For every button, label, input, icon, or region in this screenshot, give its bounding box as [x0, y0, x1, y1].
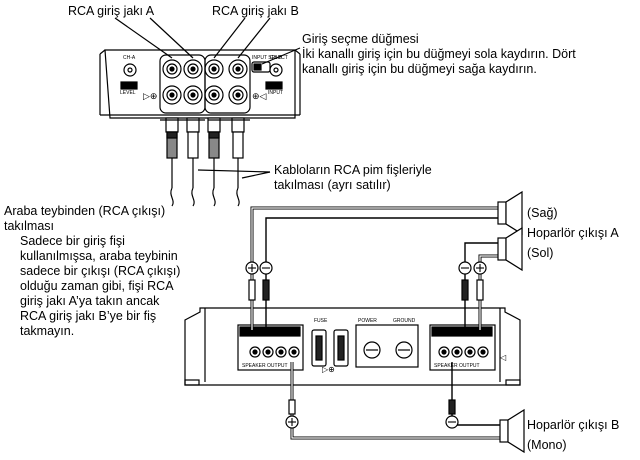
label-note-7: takmayın.: [20, 324, 75, 338]
label-speaker-out-a: Hoparlör çıkışı A: [527, 226, 619, 240]
label-rca-jack-b: RCA giriş jakı B: [212, 4, 299, 18]
panel-ch-b: CH-B: [270, 55, 283, 61]
svg-text:▷⊕: ▷⊕: [322, 365, 335, 374]
rca-plugs: [160, 117, 250, 207]
panel-ground: GROUND: [393, 318, 416, 324]
label-note-6: RCA giriş jakı B’ye bir fiş: [20, 309, 157, 323]
label-input-select: Giriş seçme düğmesi: [302, 32, 419, 46]
input-panel-closeup: ▷⊕ ⊕◁: [99, 49, 301, 119]
gain-knob-a: [123, 63, 137, 77]
label-left-speaker: (Sol): [527, 246, 554, 260]
label-cables-2: takılması (ayrı satılır): [274, 178, 391, 192]
label-mono: (Mono): [527, 438, 567, 452]
svg-text:◁: ◁: [500, 353, 507, 362]
panel-speaker-output-a: SPEAKER OUTPUT: [242, 363, 288, 369]
label-input-select-desc-1: İki kanallı giriş için bu düğmeyi sola k…: [302, 47, 576, 61]
speaker-left-icon: [497, 226, 523, 272]
label-note-4: olduğu zaman gibi, fişi RCA: [20, 279, 174, 293]
svg-text:▷⊕: ▷⊕: [143, 91, 157, 101]
panel-ch-a: CH-A: [123, 55, 136, 61]
panel-input-select: INPUT SELECT: [252, 55, 288, 61]
rca-jack-b-left: [162, 85, 182, 105]
rca-jack-b-right: [183, 85, 203, 105]
svg-text:⊕◁: ⊕◁: [252, 91, 267, 101]
panel-power: POWER: [358, 318, 377, 324]
panel-input: INPUT: [268, 90, 283, 96]
label-cables-1: Kabloların RCA pim fişleriyle: [274, 163, 432, 177]
amplifier-body: ▷⊕ ◁: [184, 307, 521, 386]
label-input-select-desc-2: kanallı giriş için bu düğmeyi sağa kaydı…: [302, 62, 537, 76]
label-speaker-out-b: Hoparlör çıkışı B: [527, 418, 620, 432]
rca-jack-a-left: [162, 59, 182, 79]
label-note-2: kullanılmışsa, araba teybinin: [20, 249, 178, 263]
panel-speaker-output-b: SPEAKER OUTPUT: [434, 363, 480, 369]
speaker-mono-icon: [499, 408, 525, 454]
label-note-3: sadece bir çıkışı (RCA çıkışı): [20, 264, 181, 278]
label-head-unit-2: takılması: [4, 219, 55, 233]
label-head-unit-1: Araba teybinden (RCA çıkışı): [4, 204, 166, 218]
label-note-5: giriş jakı A’ya takın ancak: [20, 294, 160, 308]
rca-jack-a-right: [183, 59, 203, 79]
panel-level: LEVEL: [120, 90, 136, 96]
wire-left-speaker: [464, 242, 498, 330]
label-note-1: Sadece bir giriş fişi: [20, 234, 125, 248]
input-select-switch: [251, 61, 271, 73]
label-rca-jack-a: RCA giriş jakı A: [68, 4, 155, 18]
panel-fuse: FUSE: [314, 318, 328, 324]
label-right-speaker: (Sağ): [527, 206, 558, 220]
speaker-right-icon: [497, 190, 523, 236]
